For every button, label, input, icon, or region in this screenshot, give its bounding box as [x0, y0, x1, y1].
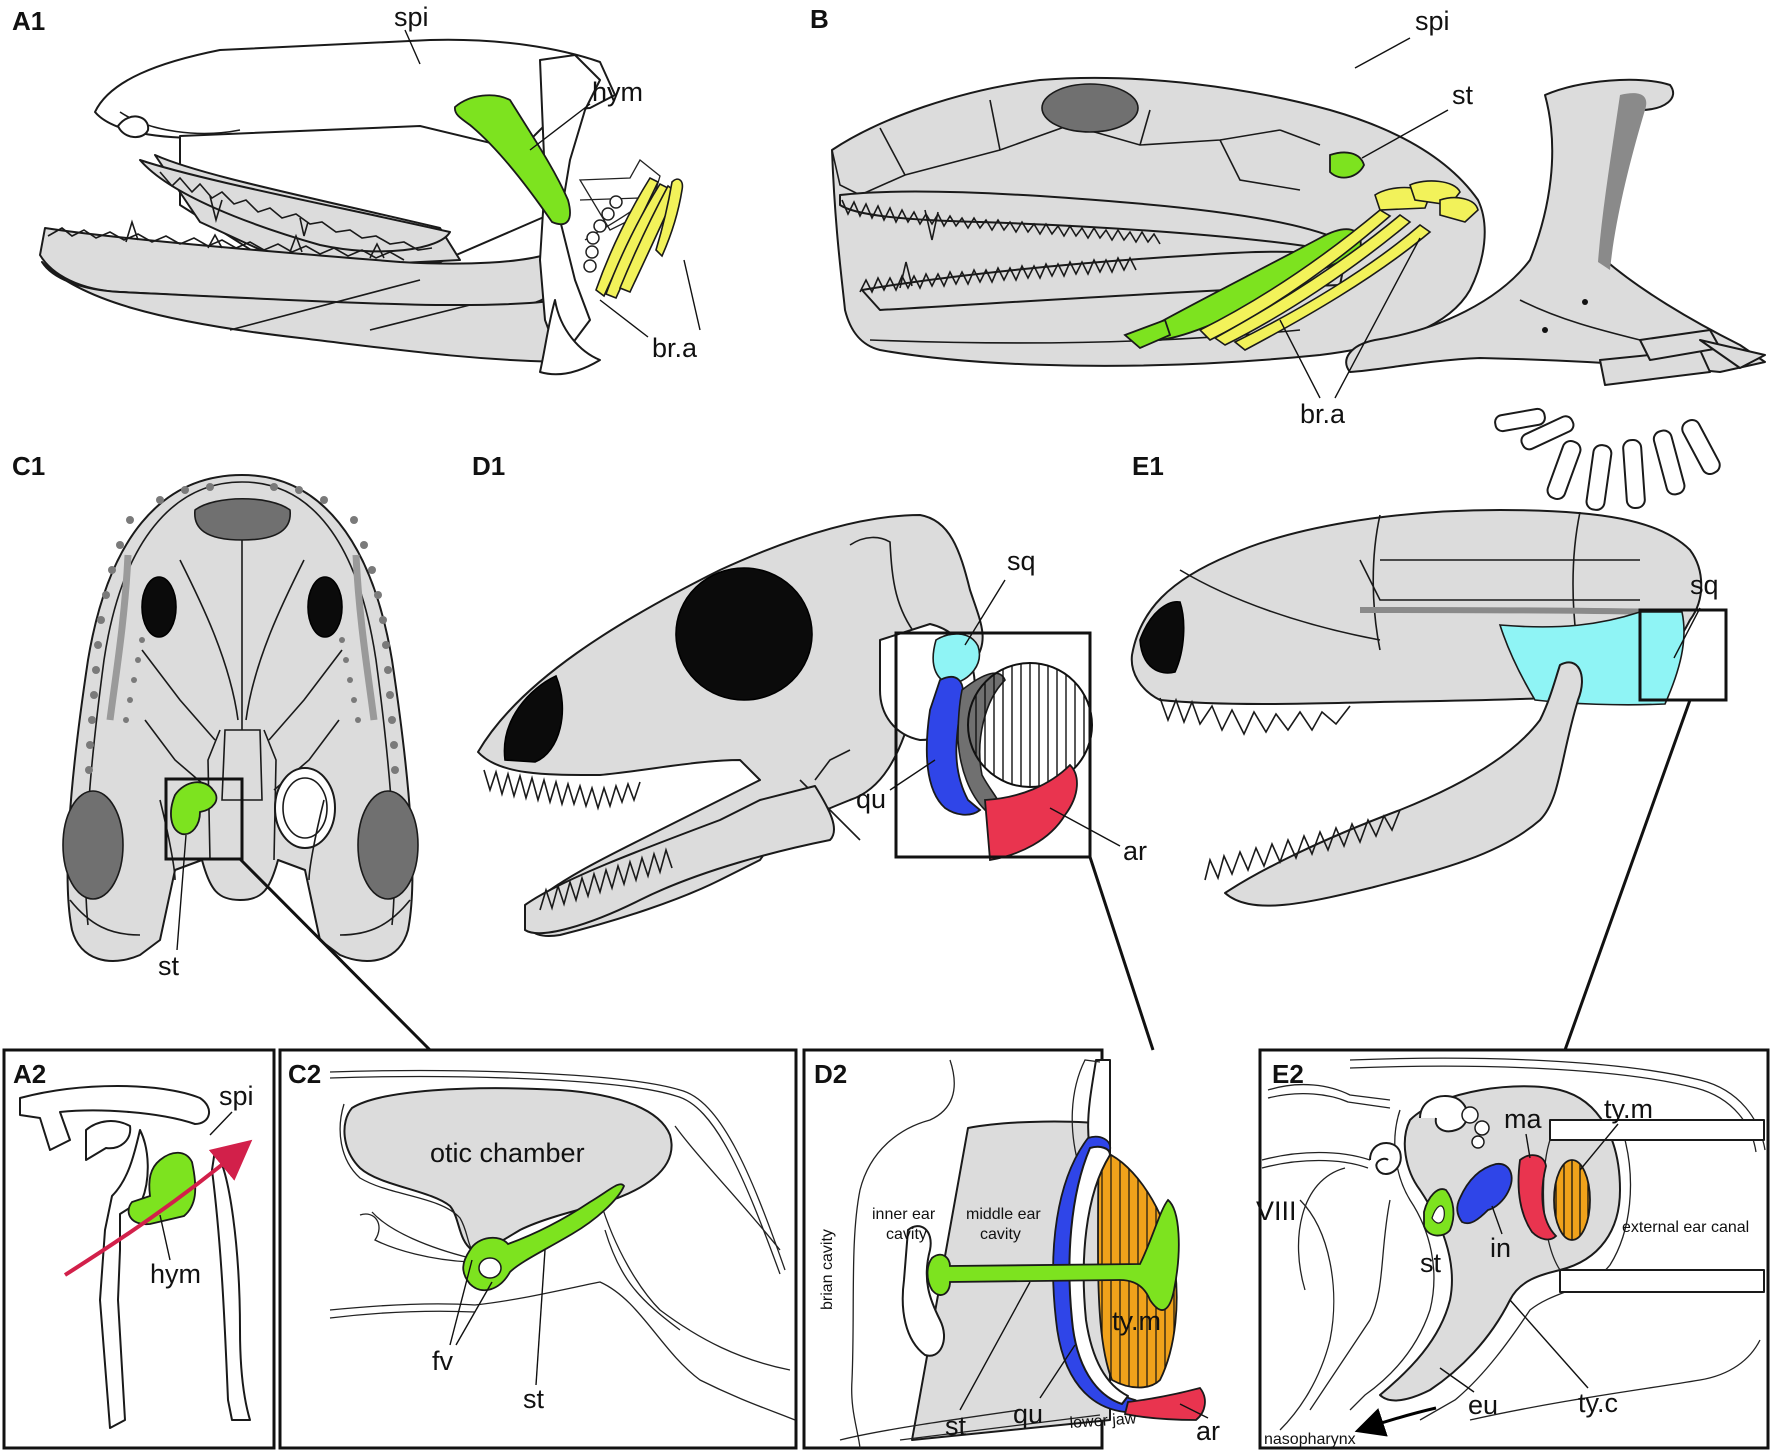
- panel-d1-reptile-skull: D1 sq qu ar: [472, 451, 1147, 937]
- panel-label-c1: C1: [12, 451, 45, 481]
- hyomandibula-a1: [454, 94, 571, 226]
- label-middle-ear-cavity-1: middle ear: [966, 1206, 1041, 1223]
- label-st-c1: st: [158, 951, 180, 981]
- label-inner-ear-cavity-1: inner ear: [872, 1206, 936, 1223]
- label-in-e2: in: [1490, 1233, 1511, 1263]
- label-middle-ear-cavity-2: cavity: [980, 1226, 1021, 1243]
- label-tym-d2: ty.m: [1112, 1306, 1161, 1336]
- panel-c2-otic-detail: C2 otic chamber fv st: [278, 1048, 798, 1450]
- label-st-d2: st: [945, 1411, 967, 1441]
- panel-c1-ventral-skull: C1 s: [12, 451, 419, 981]
- zoom-box-d1: [894, 631, 1092, 859]
- branchial-arch-b-3: [1233, 223, 1432, 351]
- label-st-c2: st: [523, 1384, 545, 1414]
- label-eu-e2: eu: [1468, 1390, 1498, 1420]
- label-sq-d1: sq: [1007, 546, 1036, 576]
- stapes-b: [1329, 151, 1365, 179]
- label-brian-cavity: brian cavity: [819, 1229, 836, 1310]
- label-bra-a1: br.a: [652, 333, 698, 363]
- label-hym-a1: hym: [592, 77, 643, 107]
- label-spi-b: spi: [1415, 6, 1450, 36]
- hyomandibula-a2: [127, 1151, 197, 1225]
- tympanic-membrane-e2: [1553, 1159, 1591, 1241]
- label-otic-chamber: otic chamber: [430, 1138, 585, 1168]
- label-viii: VIII: [1256, 1196, 1297, 1226]
- label-fv: fv: [432, 1346, 454, 1376]
- panel-label-e1: E1: [1132, 451, 1164, 481]
- label-ar-d2: ar: [1196, 1416, 1220, 1446]
- panel-label-a1: A1: [12, 6, 45, 36]
- panel-b-tetrapod-skull: B: [810, 4, 1766, 511]
- panel-e1-mammal-skull: E1 sq: [1130, 451, 1728, 907]
- articular-d2: [1123, 1386, 1206, 1421]
- label-tym-e2: ty.m: [1604, 1094, 1653, 1124]
- label-st-e2: st: [1420, 1248, 1442, 1278]
- malleus-e2: [1517, 1154, 1558, 1241]
- stapes-c2: [462, 1183, 626, 1292]
- label-nasopharynx: nasopharynx: [1264, 1431, 1356, 1448]
- stapes-d2: [926, 1198, 1180, 1311]
- panel-label-d1: D1: [472, 451, 505, 481]
- panel-d2-reptile-ear-detail: D2 inner ear cavity middle ear cavity br…: [802, 1048, 1220, 1450]
- label-spi-a1: spi: [394, 2, 429, 32]
- articular-d1: [984, 763, 1078, 862]
- panel-label-a2: A2: [13, 1059, 46, 1089]
- label-inner-ear-cavity-2: cavity: [886, 1226, 927, 1243]
- label-spi-a2: spi: [219, 1081, 254, 1111]
- label-ar-d1: ar: [1123, 836, 1147, 866]
- label-qu-d2: qu: [1013, 1399, 1043, 1429]
- incus-e2: [1456, 1163, 1513, 1225]
- branchial-arch-b-2: [1213, 213, 1412, 346]
- branchial-arch-a1-4: [655, 178, 684, 258]
- panel-label-c2: C2: [288, 1059, 321, 1089]
- otic-chamber: [343, 1087, 673, 1253]
- zoom-connectors: [238, 699, 1692, 1052]
- panel-a2-spiracle-detail: A2 spi hym: [2, 1048, 276, 1450]
- label-qu-d1: qu: [856, 784, 886, 814]
- zoom-box-c1: [164, 777, 244, 861]
- label-external-ear-canal: external ear canal: [1622, 1219, 1749, 1236]
- panel-e2-mammal-ear-detail: E2 external ear canal VIII st in ma: [1256, 1048, 1770, 1450]
- panel-a1-fish-skull: A1 spi hym br.: [12, 2, 701, 376]
- label-st-b: st: [1452, 80, 1474, 110]
- panel-label-b: B: [810, 4, 829, 34]
- label-lower-jaw: lower jaw: [1069, 1410, 1137, 1432]
- zoom-box-e1: [1638, 608, 1728, 702]
- stapes-c1: [170, 781, 218, 836]
- label-bra-b: br.a: [1300, 399, 1346, 429]
- label-sq-e1: sq: [1690, 570, 1719, 600]
- label-hym-a2: hym: [150, 1259, 201, 1289]
- panel-label-d2: D2: [814, 1059, 847, 1089]
- label-tyc-e2: ty.c: [1578, 1388, 1618, 1418]
- squamosal-e1: [1498, 611, 1685, 706]
- label-ma-e2: ma: [1504, 1104, 1542, 1134]
